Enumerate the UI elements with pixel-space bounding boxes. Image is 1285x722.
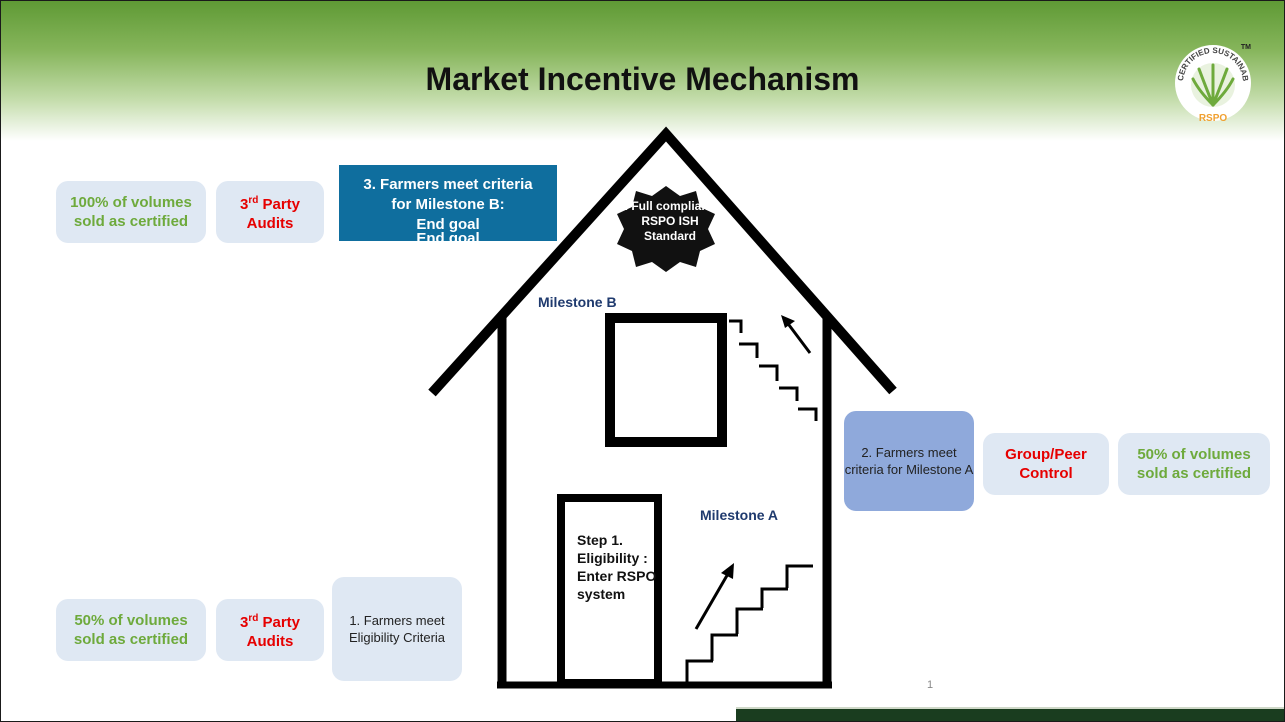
footer-bar [736, 707, 1284, 721]
bottom-audit-box: 3rd Party Audits [216, 599, 324, 661]
logo-brand: RSPO [1199, 113, 1228, 124]
milestone-a-label: Milestone A [700, 507, 779, 523]
bottom-audit-text: 3rd Party Audits [239, 613, 301, 650]
top-audit-text: 3rd Party Audits [239, 195, 301, 232]
compliance-star [617, 186, 715, 272]
milestone-a-criteria-box: 2. Farmers meet criteria for Milestone A [844, 411, 974, 511]
milestone-b-line3: End goal [416, 216, 480, 233]
milestone-b-label: Milestone B [538, 294, 617, 310]
compliance-star-text: 3. Full compliance RSPO ISH Standard [617, 199, 723, 243]
house-door [557, 494, 662, 687]
peer-control-box: Group/Peer Control [983, 433, 1109, 495]
house-window [605, 313, 727, 447]
page-number: 1 [927, 679, 934, 691]
right-volumes-text: 50% of volumes sold as certified [1136, 446, 1252, 482]
eligibility-criteria-text: 1. Farmers meet Eligibility Criteria [348, 613, 446, 645]
top-audit-box: 3rd Party Audits [216, 181, 324, 243]
rspo-logo: CERTIFIED SUSTAINABLE PALM OIL RSPO TM [1169, 39, 1251, 124]
lower-arrow [694, 563, 734, 630]
slide-title: Market Incentive Mechanism [425, 61, 860, 97]
upper-stairs [729, 319, 818, 421]
header-band [1, 1, 1284, 141]
right-volumes-box: 50% of volumes sold as certified [1118, 433, 1270, 495]
milestone-b-line2: for Milestone B: [391, 196, 505, 213]
top-volumes-text: 100% of volumes sold as certified [70, 194, 192, 230]
eligibility-criteria-box: 1. Farmers meet Eligibility Criteria [332, 577, 462, 681]
upper-arrow [781, 315, 812, 354]
milestone-a-criteria-text: 2. Farmers meet criteria for Milestone A [844, 445, 974, 477]
top-volumes-box: 100% of volumes sold as certified [56, 181, 206, 243]
house-roof [428, 126, 897, 397]
peer-control-text: Group/Peer Control [1005, 446, 1087, 482]
bottom-volumes-text: 50% of volumes sold as certified [73, 612, 189, 648]
milestone-b-criteria-box: 3. Farmers meet criteria for Milestone B… [339, 165, 557, 247]
logo-tm: TM [1241, 44, 1251, 51]
box-cut [339, 241, 557, 247]
door-step-text: Step 1. Eligibility : Enter RSPO system [577, 532, 657, 602]
bottom-volumes-box: 50% of volumes sold as certified [56, 599, 206, 661]
lower-stairs [685, 564, 813, 683]
milestone-b-line1: 3. Farmers meet criteria [363, 176, 533, 193]
